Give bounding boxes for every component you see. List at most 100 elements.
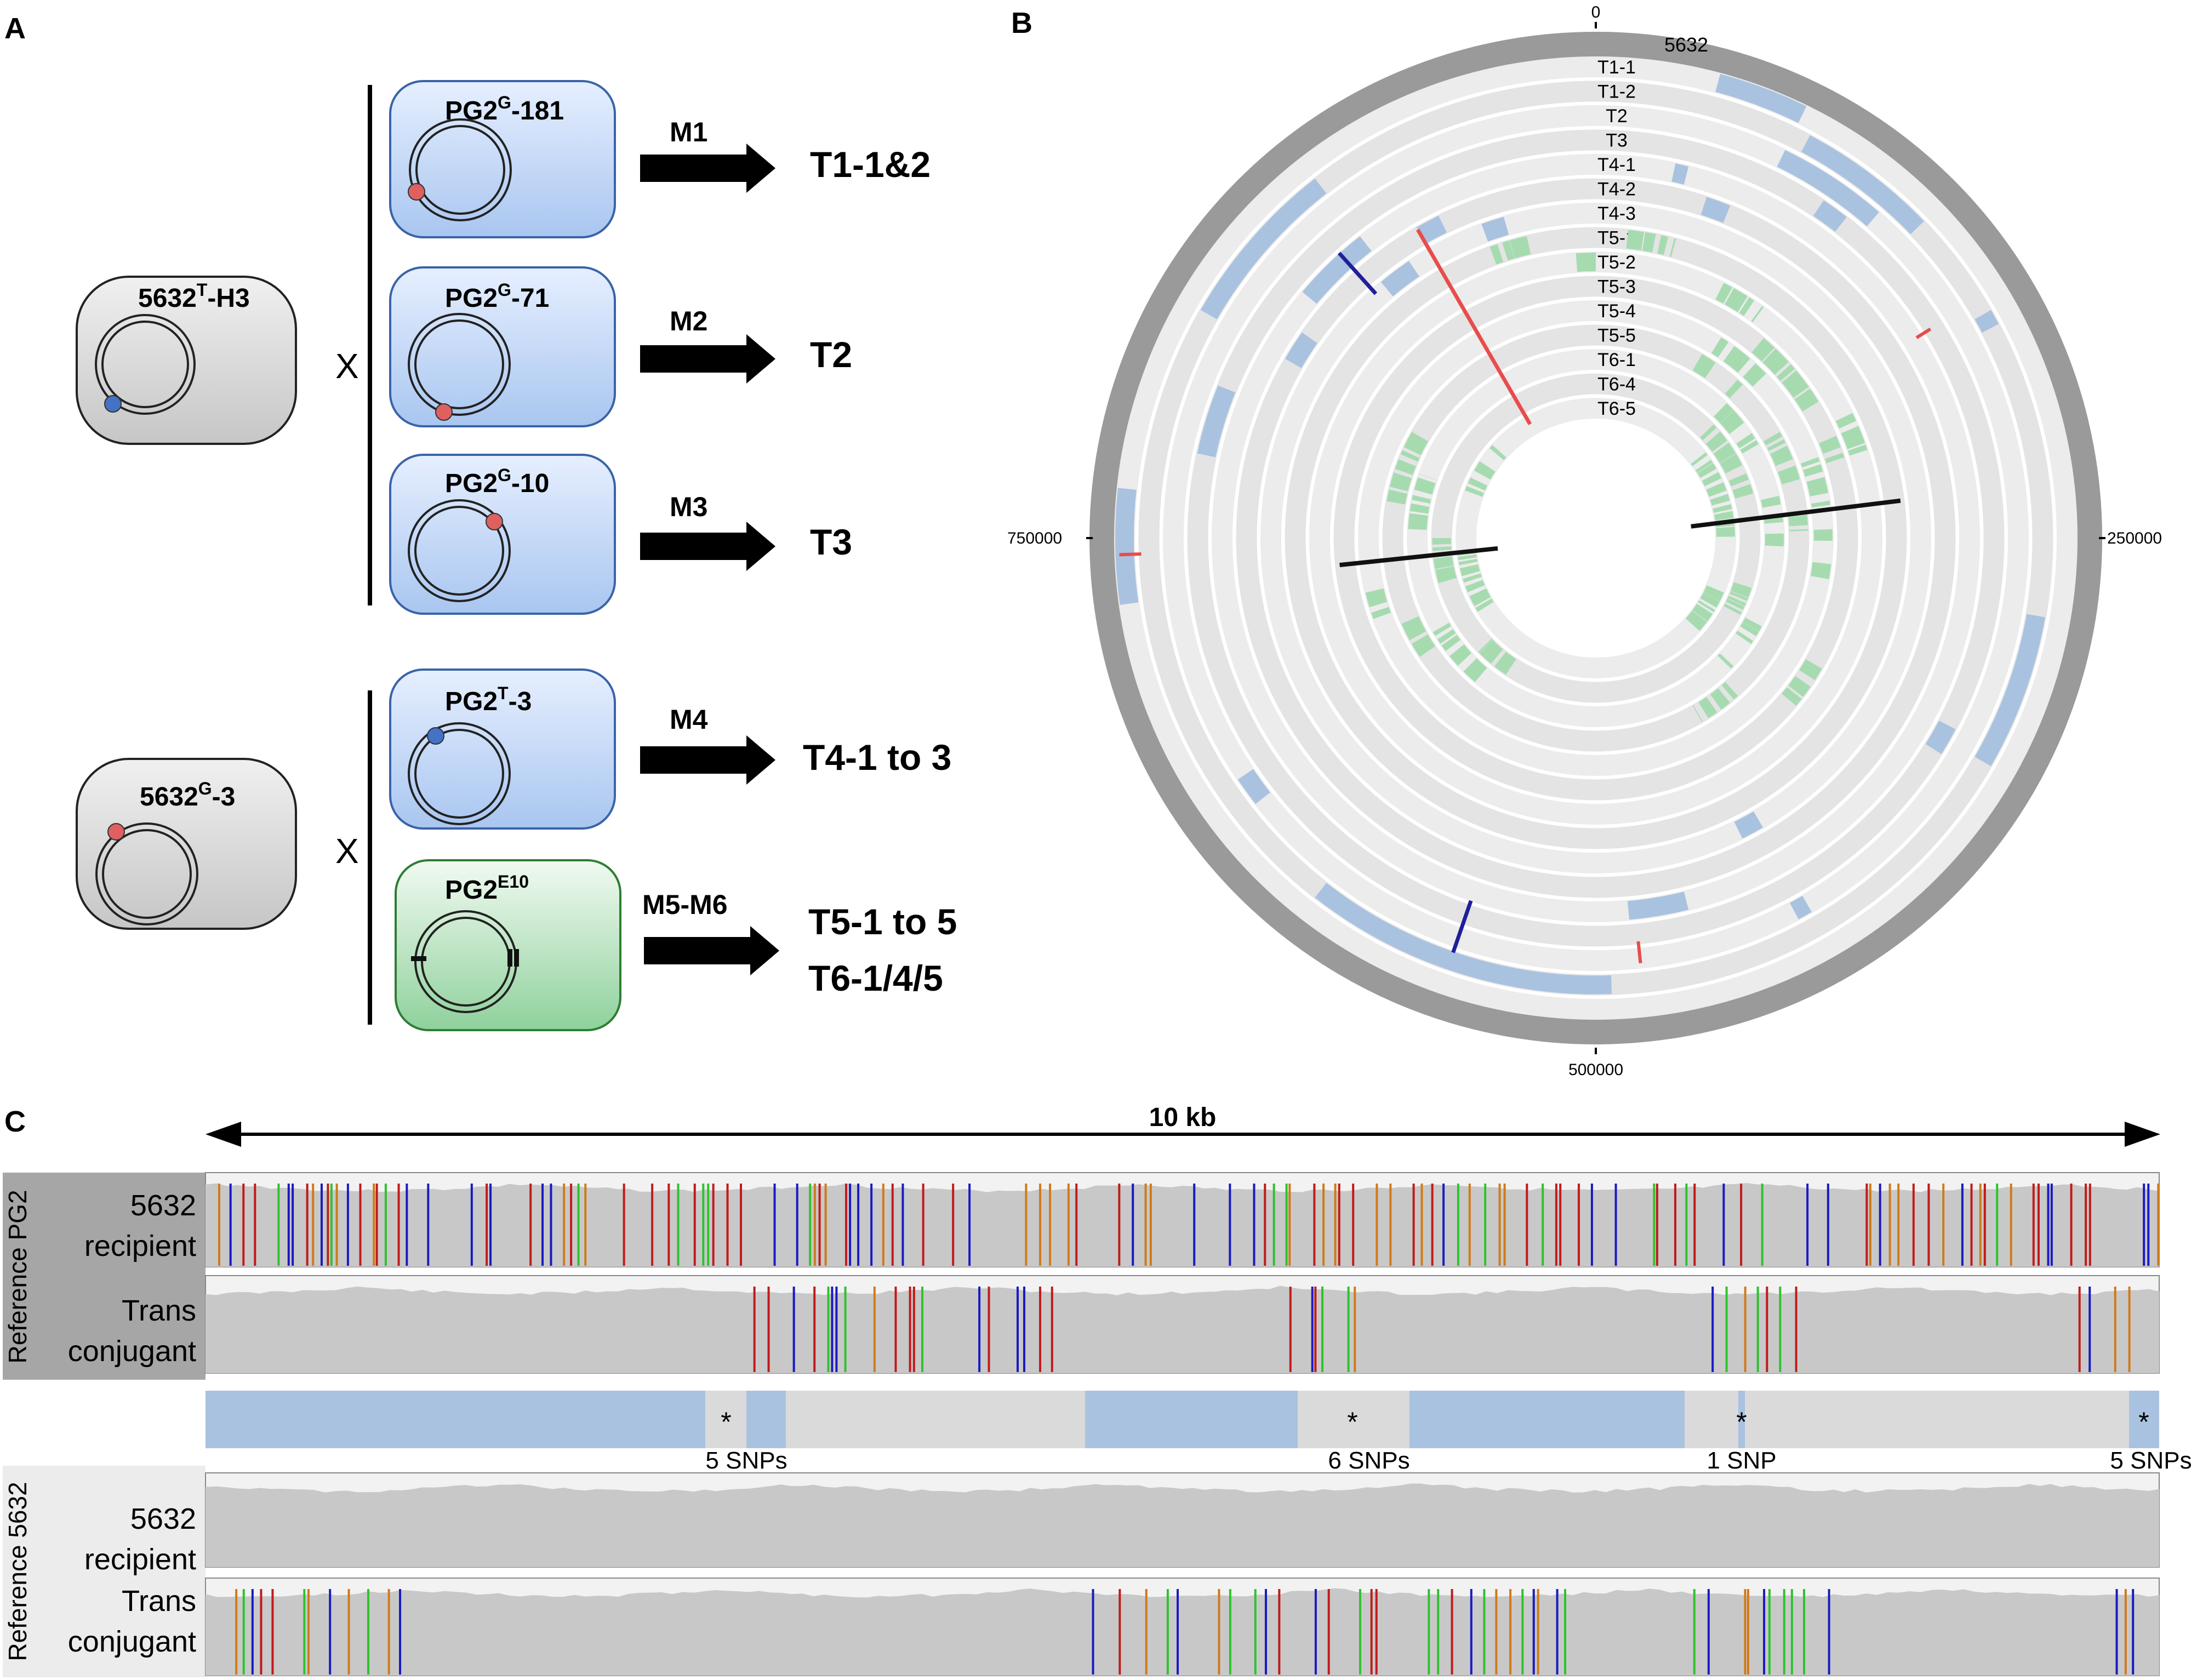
track-label: T4-2 bbox=[1597, 179, 1636, 200]
green-segment bbox=[1411, 634, 1436, 657]
track-ring bbox=[1187, 129, 2005, 947]
green-segment bbox=[1762, 348, 1789, 375]
scale-bar: 10 kb bbox=[206, 1103, 2160, 1147]
track-ring bbox=[1456, 398, 1736, 678]
green-segment bbox=[1782, 370, 1809, 398]
track-label: T5-3 bbox=[1597, 277, 1636, 298]
green-segment bbox=[1800, 457, 1820, 468]
recipient-cell-2: 5632G-3 bbox=[76, 758, 297, 930]
green-segment bbox=[1713, 442, 1736, 464]
green-segment bbox=[1365, 588, 1388, 608]
panel-a-letter: A bbox=[4, 12, 26, 45]
group-bg-5632 bbox=[3, 1466, 206, 1677]
green-segment bbox=[1803, 464, 1823, 477]
green-segment bbox=[1458, 554, 1477, 561]
green-segment bbox=[1819, 436, 1841, 454]
green-segment bbox=[1751, 338, 1775, 362]
green-segment bbox=[1710, 494, 1730, 506]
green-segment bbox=[1782, 687, 1802, 706]
green-segment bbox=[1706, 482, 1727, 497]
green-segment bbox=[1835, 413, 1857, 429]
row-label-4b: conjugant bbox=[68, 1625, 196, 1658]
snp-asterisk-3: * bbox=[1736, 1407, 1747, 1437]
tick-label-500000: 500000 bbox=[1568, 1061, 1623, 1079]
arrow-2: M2 T2 bbox=[640, 306, 852, 384]
green-segment bbox=[1698, 697, 1717, 718]
track-label: T1-2 bbox=[1597, 82, 1636, 102]
green-segment bbox=[1691, 452, 1708, 466]
blue-segment bbox=[1715, 73, 1807, 123]
coverage-profile bbox=[206, 1483, 2159, 1567]
green-segment bbox=[1767, 439, 1786, 452]
row-label-3a: 5632 bbox=[130, 1502, 196, 1535]
donor-2-label: PG2G-71 bbox=[445, 280, 549, 313]
result-label-4: T4-1 to 3 bbox=[803, 737, 951, 778]
track-ring bbox=[1382, 324, 1810, 752]
blue-segment bbox=[1302, 236, 1372, 304]
green-segment bbox=[1715, 283, 1733, 304]
green-segment bbox=[1725, 380, 1743, 398]
green-segment bbox=[1386, 489, 1407, 505]
green-segment bbox=[1751, 306, 1764, 323]
green-segment bbox=[1705, 431, 1727, 452]
cross-symbol-2: X bbox=[335, 831, 359, 871]
green-segment bbox=[1465, 580, 1485, 593]
green-segment bbox=[1490, 244, 1504, 265]
green-segment bbox=[1841, 426, 1865, 449]
green-segment bbox=[1395, 459, 1416, 475]
recipient-2-label: 5632G-3 bbox=[140, 779, 235, 812]
green-segment bbox=[1740, 622, 1759, 637]
black-line bbox=[1691, 498, 1901, 529]
donor-1-label: PG2G-181 bbox=[445, 93, 564, 125]
green-segment bbox=[1726, 598, 1745, 610]
donor-cell-1: PG2G-181 bbox=[389, 80, 616, 238]
green-segment bbox=[1463, 573, 1482, 583]
result-label-5b: T6-1/4/5 bbox=[808, 958, 943, 998]
green-segment bbox=[1703, 585, 1724, 602]
recipient-1-marker bbox=[104, 395, 122, 413]
coverage-profile bbox=[206, 1285, 2159, 1373]
green-segment bbox=[1777, 364, 1795, 381]
green-segment bbox=[1626, 230, 1645, 251]
green-segment bbox=[1740, 440, 1759, 454]
donor-3-label: PG2G-10 bbox=[445, 465, 549, 498]
green-segment bbox=[1788, 676, 1811, 697]
green-segment bbox=[1723, 346, 1750, 373]
donor-2-marker bbox=[435, 403, 453, 421]
result-label-3: T3 bbox=[810, 522, 852, 562]
blue-segment bbox=[1285, 332, 1317, 368]
green-segment bbox=[1794, 388, 1819, 412]
green-segment bbox=[1714, 511, 1734, 521]
row-label-1a: 5632 bbox=[130, 1189, 196, 1222]
red-tick bbox=[1636, 941, 1642, 964]
green-segment bbox=[1700, 424, 1717, 441]
green-segment bbox=[1739, 297, 1754, 316]
blue-segment bbox=[1801, 135, 1924, 235]
group-bg-pg2 bbox=[3, 1173, 206, 1380]
green-segment bbox=[1390, 472, 1412, 492]
green-segment bbox=[1743, 363, 1766, 387]
arrow-3: M3 T3 bbox=[640, 492, 852, 571]
snp-asterisk-2: * bbox=[1347, 1407, 1357, 1437]
green-segment bbox=[1710, 688, 1730, 710]
cross-symbol-1: X bbox=[335, 346, 359, 386]
black-line bbox=[1339, 546, 1498, 568]
green-segment bbox=[1728, 473, 1749, 487]
track-ring bbox=[1163, 105, 2029, 971]
green-segment bbox=[1810, 562, 1831, 580]
blue-segment bbox=[1700, 197, 1731, 223]
green-segment bbox=[1692, 705, 1703, 722]
row-label-3b: recipient bbox=[84, 1543, 196, 1576]
method-label-2: M2 bbox=[670, 306, 707, 336]
green-segment bbox=[1825, 453, 1845, 464]
green-segment bbox=[1732, 484, 1754, 499]
track-label: T1-1 bbox=[1597, 57, 1636, 78]
green-segment bbox=[1721, 682, 1738, 700]
blue-segment bbox=[1115, 488, 1139, 605]
green-segment bbox=[1724, 603, 1742, 615]
panel-c: C 10 kb Reference PG2 Reference 5632 563… bbox=[3, 1103, 2192, 1677]
track-ring bbox=[1285, 227, 1907, 849]
blue-segment bbox=[1627, 892, 1689, 920]
green-segment bbox=[1788, 515, 1808, 527]
